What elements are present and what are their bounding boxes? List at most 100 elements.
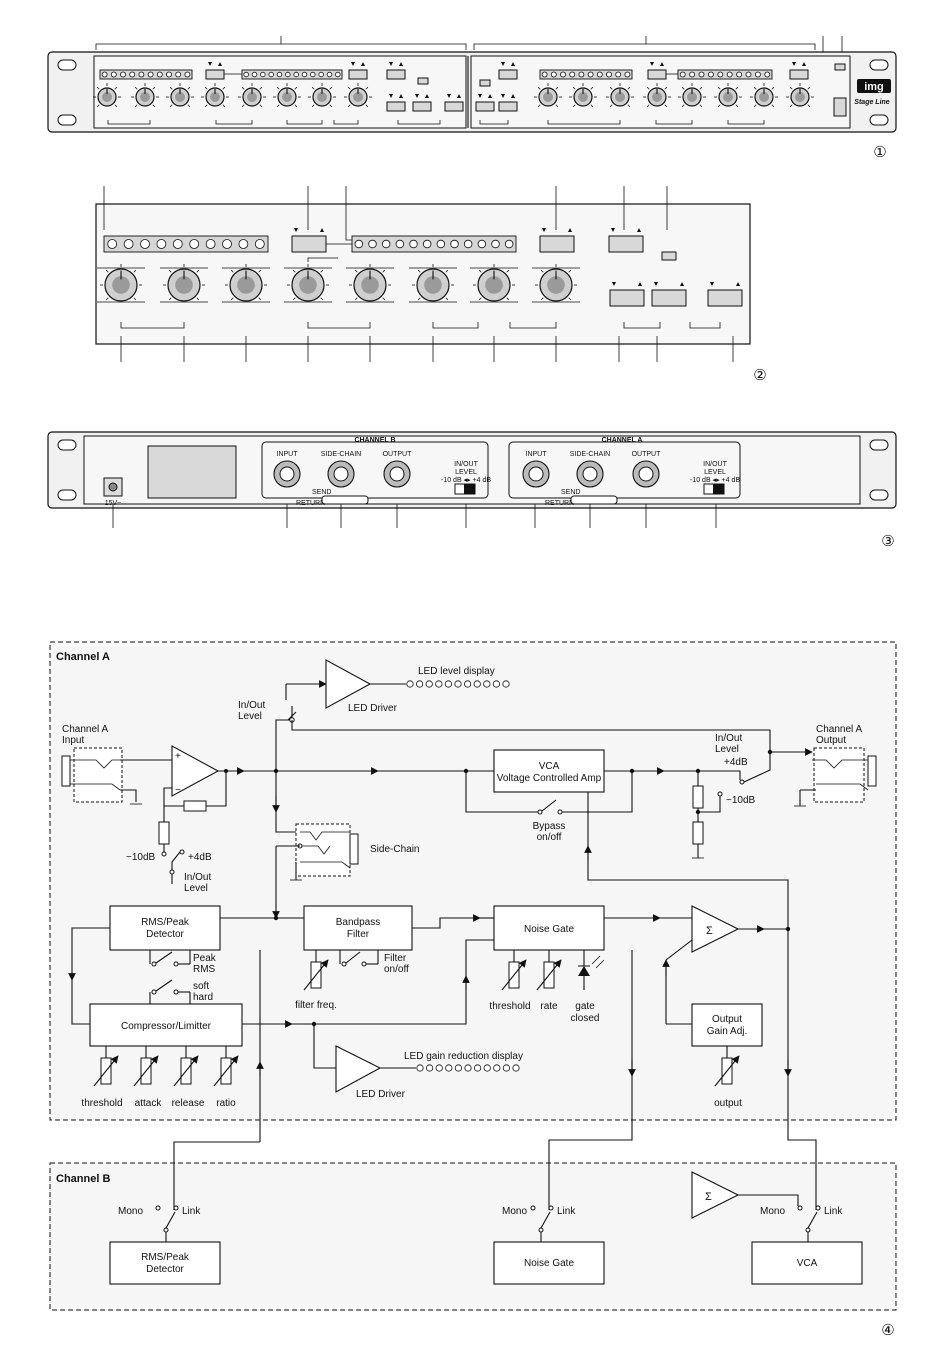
fig2-gr-meter-led <box>422 239 432 249</box>
fig1-button-0-up-arrow <box>218 62 222 66</box>
fig2-button-d-down-arrow <box>612 282 616 286</box>
output-jack-symbol <box>813 747 865 803</box>
fig2-knob-2-tick <box>258 297 262 301</box>
fig2-button-e-up-arrow <box>680 282 684 286</box>
ch-a-level-label: LEVEL <box>704 469 726 476</box>
ch-a-input-jack-hole <box>528 466 544 482</box>
inout-level-label-top-1: In/Out <box>238 700 265 711</box>
fig1-knob-left-5-cap <box>282 92 292 102</box>
fig2-bracket-4 <box>623 322 661 329</box>
fig2-led <box>661 251 677 261</box>
channel-a-input-label-2: Input <box>62 735 84 746</box>
fig1-meter-4-led <box>689 71 696 78</box>
fig2-gr-meter-led <box>409 239 418 249</box>
threshold-label-comp: threshold <box>81 1098 122 1109</box>
fig1-button-low-3-down-arrow <box>478 94 482 98</box>
bandpass-label-1: Bandpass <box>336 917 380 928</box>
fig2-bracket-0 <box>120 322 185 329</box>
fig1-knob-right-1-tick <box>590 86 594 90</box>
ch-a-inout-label: IN/OUT <box>703 461 727 468</box>
fig1-knob-left-6-cap <box>317 92 327 102</box>
vca-link-switch-link-contact <box>815 1205 821 1211</box>
fig2-bracket-2 <box>432 322 479 329</box>
fig2-knob-4-cap <box>361 276 379 294</box>
fig1-knob-left-3-tick <box>204 86 208 90</box>
svg-text:+: + <box>175 751 181 762</box>
led-level-display-dot <box>444 680 452 688</box>
fig2-gr-meter-led <box>491 239 500 249</box>
ch-b-level-scale: -10 dB ◂▸ +4 dB <box>441 477 491 484</box>
fig1-meter-3-led <box>587 71 594 78</box>
fig1-button-low-2 <box>444 101 464 112</box>
ch-a-side-chain-jack-label: SIDE-CHAIN <box>570 451 610 458</box>
fig1-knob-left-0-tick <box>114 86 118 90</box>
led-level-display-dot <box>502 680 510 688</box>
figure-number-1: ① <box>873 144 886 161</box>
fig1-knob-right-7-tick <box>807 104 811 108</box>
fig2-callout-top-hook <box>345 226 352 241</box>
fig1-group-bracket-r-2 <box>655 120 693 125</box>
fig1-knob-left-7-tick <box>365 86 369 90</box>
comp-pot-arrow <box>173 1055 199 1087</box>
fig1-meter-3-frame <box>539 69 633 80</box>
fig2-knob-3-tick <box>292 297 296 301</box>
fig1-knob-right-6-tick <box>771 86 775 90</box>
vca-link-switch-mono-label: Mono <box>760 1206 785 1217</box>
fig1-knob-right-0-tick <box>555 86 559 90</box>
fig2-knob-1-cap <box>175 276 193 294</box>
fig2-button-c-up-arrow <box>637 228 641 232</box>
fig2-gr-meter-led <box>368 239 377 249</box>
fig2-button-f-down-arrow <box>710 282 714 286</box>
ch-b-output-jack-label: OUTPUT <box>383 451 413 458</box>
inout-level-label-out-1: In/Out <box>715 733 742 744</box>
fig1-knob-right-2-tick <box>609 104 613 108</box>
fig1-button-3 <box>647 69 667 80</box>
inout-level-label-input-2: Level <box>184 883 208 894</box>
channel-b-frame <box>49 1162 897 1311</box>
fig2-knob-6-tick <box>478 297 482 301</box>
fig2-knob-0-cap <box>112 276 130 294</box>
fig2-knob-3-tick <box>320 297 324 301</box>
gate-link-switch-pivot <box>538 1227 544 1233</box>
fig1-knob-left-2-tick <box>187 104 191 108</box>
ch-a-send-label: SEND <box>561 489 580 496</box>
fig1-meter-2-led <box>260 71 266 78</box>
ch-a-output-jack-hole <box>638 466 654 482</box>
fig2-knob-4-tick <box>382 269 386 273</box>
fig2-button-f-up-arrow <box>736 282 740 286</box>
fig1-knob-right-7-cap <box>795 92 805 102</box>
ch-b-side-chain-jack-hole <box>333 466 349 482</box>
compressor-limiter-box <box>89 1003 243 1047</box>
fig1-group-bracket-r-1 <box>547 120 621 125</box>
fig1-meter-3-led <box>560 71 566 78</box>
filter-onoff-label: on/off <box>384 964 409 975</box>
fig2-button-b <box>539 235 575 253</box>
soft-label: soft <box>193 981 209 992</box>
fig1-knob-right-1-tick <box>590 104 594 108</box>
led-gain-reduction-dot <box>445 1064 453 1072</box>
fig1-button-low-2-down-arrow <box>447 94 451 98</box>
fig1-meter-2-led <box>276 71 283 78</box>
fig2-level-meter-led <box>156 239 167 249</box>
fig1-knob-left-1-tick <box>152 104 156 108</box>
fig2-button-a-down-arrow <box>294 228 298 232</box>
fig1-meter-1-led <box>184 71 191 78</box>
fig1-knob-left-6-tick <box>329 86 333 90</box>
channel-b-title: Channel B <box>56 1173 110 1185</box>
fig1-button-low-1-up-arrow <box>425 94 429 98</box>
fig1-power-switch <box>833 97 847 117</box>
threshold-label-gate: threshold <box>489 1001 530 1012</box>
fig1-knob-right-6-tick <box>753 86 757 90</box>
fig1-knob-left-3-tick <box>222 104 226 108</box>
led-gain-reduction-dot <box>464 1064 472 1072</box>
fig1-group-bracket-0 <box>107 120 151 125</box>
fig1-button-1-up-arrow <box>361 62 365 66</box>
fig2-knob-4-tick <box>354 297 358 301</box>
fig1-knob-left-0-tick <box>114 104 118 108</box>
channel-a-title: Channel A <box>56 651 110 663</box>
fig1-meter-1-led <box>166 71 172 78</box>
fig1-meter-1-led <box>129 71 136 78</box>
side-chain-jack <box>295 823 351 877</box>
fig2-level-meter-led <box>189 239 200 249</box>
